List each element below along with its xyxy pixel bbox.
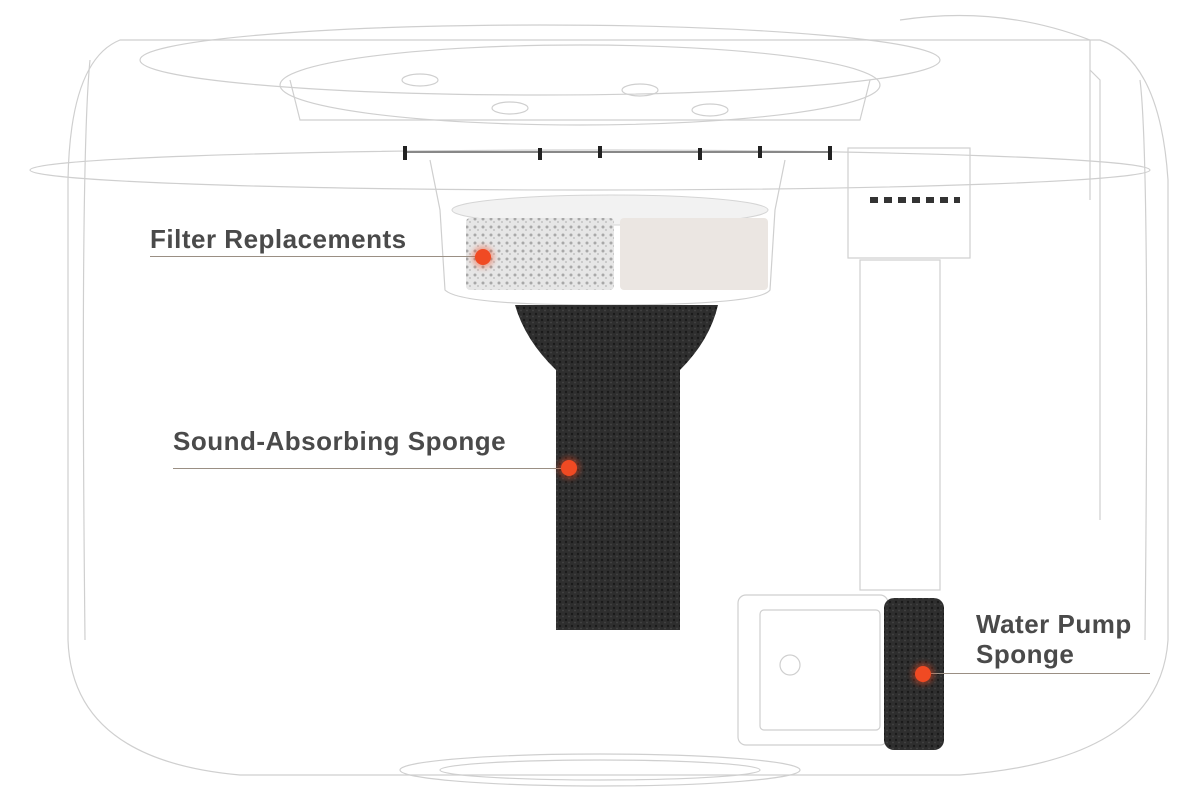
callout-label-water-pump-sponge: Water Pump Sponge (976, 609, 1132, 669)
callout-dot (475, 249, 491, 265)
body-outline (67, 39, 1169, 776)
callout-leader-line (925, 673, 1150, 674)
top-bowl (139, 24, 941, 96)
callout-dot (915, 666, 931, 682)
callout-label-line: Sponge (976, 639, 1075, 669)
filter-cartridge (451, 194, 769, 290)
callout-label-line: Water Pump (976, 609, 1132, 639)
callout-leader-line (173, 468, 563, 469)
callout-leader-line (150, 256, 480, 257)
sound-absorbing-sponge (515, 305, 718, 630)
water-pump-sponge (884, 598, 944, 750)
callout-dot (561, 460, 577, 476)
callout-label-sound-absorbing-sponge: Sound-Absorbing Sponge (173, 426, 507, 456)
callout-label-filter-replacements: Filter Replacements (150, 224, 407, 254)
